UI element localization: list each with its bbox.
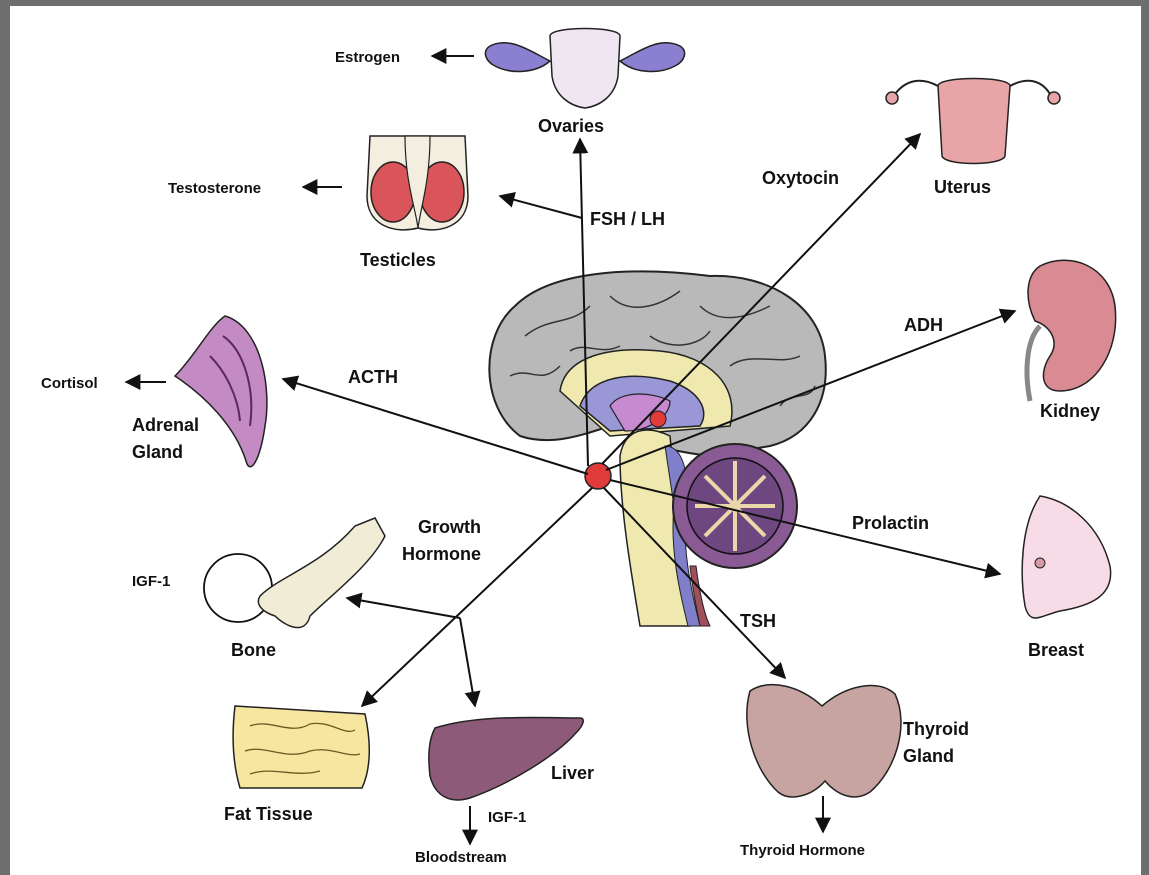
liver-label: Liver <box>551 763 594 783</box>
uterus-label: Uterus <box>934 177 991 197</box>
thyroid-hormone-label: Thyroid Hormone <box>740 842 865 859</box>
adrenal-gland-label-line1: Adrenal <box>132 415 199 435</box>
testicles-label: Testicles <box>360 250 436 270</box>
oxytocin-label: Oxytocin <box>762 168 839 188</box>
uterus-icon <box>886 79 1060 164</box>
liver-icon <box>429 717 583 799</box>
tsh-label: TSH <box>740 611 776 631</box>
cortisol-label: Cortisol <box>41 375 98 392</box>
testicles-icon <box>367 136 468 230</box>
breast-label: Breast <box>1028 640 1084 660</box>
acth-label: ACTH <box>348 367 398 387</box>
growth-hormone-arrow-bone <box>347 598 460 618</box>
liver-igf1-label: IGF-1 <box>488 809 526 826</box>
thyroid-gland-icon <box>747 685 901 797</box>
pituitary-icon <box>585 463 611 489</box>
fat-tissue-icon <box>233 706 369 788</box>
adh-label: ADH <box>904 315 943 335</box>
bloodstream-label: Bloodstream <box>415 849 507 866</box>
diagram-frame: Estrogen Ovaries Testosterone Testicles … <box>10 6 1141 875</box>
adrenal-gland-label-line2: Gland <box>132 442 183 462</box>
kidney-icon <box>1027 260 1116 401</box>
adrenal-gland-icon <box>175 316 267 467</box>
thyroid-gland-label-line2: Gland <box>903 746 954 766</box>
ovaries-label: Ovaries <box>538 116 604 136</box>
testosterone-label: Testosterone <box>168 180 261 197</box>
pituitary-hormone-diagram: Estrogen Ovaries Testosterone Testicles … <box>10 6 1141 875</box>
bone-icon <box>204 518 385 628</box>
kidney-label: Kidney <box>1040 401 1100 421</box>
fat-tissue-label: Fat Tissue <box>224 804 313 824</box>
growth-hormone-label-line2: Hormone <box>402 544 481 564</box>
fsh-lh-label: FSH / LH <box>590 209 665 229</box>
ovaries-icon <box>485 29 684 109</box>
brain-icon <box>489 271 825 626</box>
bone-label: Bone <box>231 640 276 660</box>
estrogen-label: Estrogen <box>335 49 400 66</box>
prolactin-label: Prolactin <box>852 513 929 533</box>
growth-hormone-label-line1: Growth <box>418 517 481 537</box>
breast-icon <box>1022 496 1110 618</box>
thyroid-gland-label-line1: Thyroid <box>903 719 969 739</box>
growth-hormone-arrow-liver <box>460 618 475 706</box>
fsh-lh-arrow-testicles <box>500 196 582 218</box>
bone-igf1-label: IGF-1 <box>132 573 170 590</box>
